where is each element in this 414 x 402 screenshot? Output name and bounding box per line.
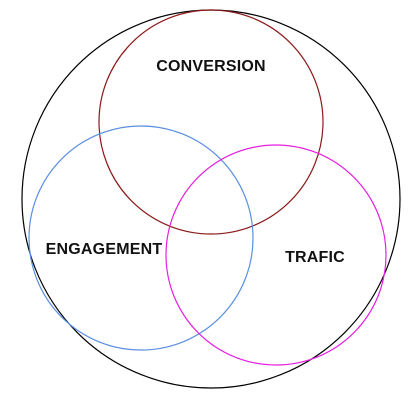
trafic-label: TRAFIC bbox=[285, 249, 345, 266]
conversion-circle bbox=[98, 9, 324, 235]
conversion-label: CONVERSION bbox=[156, 58, 266, 75]
engagement-label: ENGAGEMENT bbox=[46, 241, 163, 258]
engagement-circle bbox=[28, 125, 254, 351]
trafic-circle bbox=[165, 144, 387, 366]
